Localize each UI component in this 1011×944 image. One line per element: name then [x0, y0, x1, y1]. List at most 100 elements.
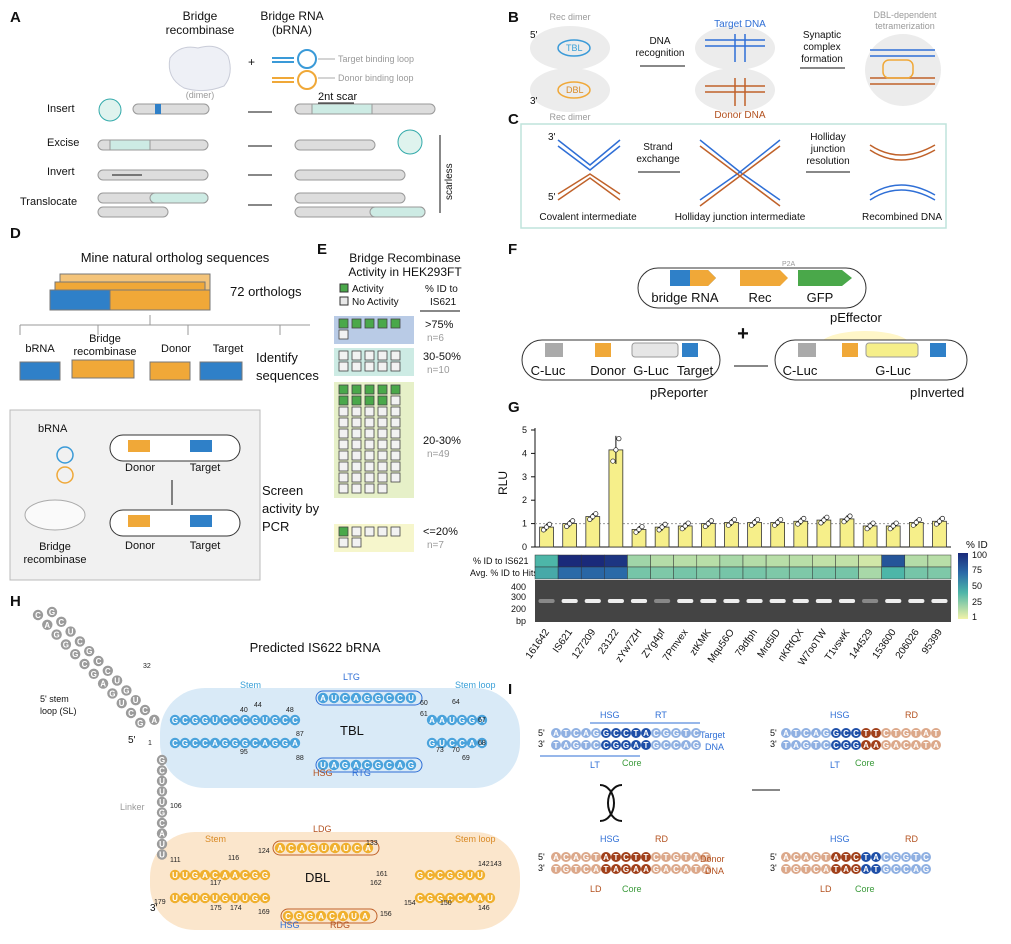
- i-target-2: DNA: [705, 742, 724, 752]
- nt-letter: G: [86, 647, 92, 656]
- gel-bands: [538, 599, 948, 603]
- cbar-title: % ID: [966, 540, 988, 551]
- plus-f: +: [737, 323, 749, 345]
- nt-circle: [446, 737, 458, 749]
- i-base-letter: T: [664, 853, 669, 862]
- h-position-number: 48: [286, 707, 294, 714]
- gluc-label: G-Luc: [633, 363, 669, 378]
- g-point: [639, 524, 645, 530]
- i-base: [611, 740, 621, 750]
- e-ortholog-cell: [338, 384, 349, 395]
- g-ytick-label: 0: [522, 542, 527, 552]
- i-base: [881, 852, 891, 862]
- g-point: [798, 518, 804, 524]
- nt-letter: C: [386, 694, 392, 703]
- nt-circle: [394, 759, 406, 771]
- nt-letter: G: [429, 739, 435, 748]
- c-hj-blue: [699, 139, 781, 201]
- i-base: [601, 864, 611, 874]
- g-heat-cell-row2: [858, 566, 882, 580]
- g-heat-cell-row2: [696, 566, 721, 580]
- target-label: Target: [677, 363, 714, 378]
- nt-circle: [229, 892, 241, 904]
- i-base: [881, 740, 891, 750]
- nt-circle: [156, 849, 168, 860]
- nt-circle: [434, 892, 446, 904]
- d-donor-stack: [149, 361, 191, 381]
- nt-letter: A: [100, 680, 106, 689]
- g-point: [633, 529, 639, 535]
- i-base: [611, 728, 621, 738]
- excise-circle-icon: [397, 129, 423, 155]
- nt-circle: [74, 636, 86, 647]
- brna-blue-stem: [272, 57, 294, 63]
- e-ortholog-cell: [377, 472, 388, 483]
- i-base-letter: C: [693, 729, 699, 738]
- g-point: [778, 517, 784, 523]
- c-brown-strands: [557, 173, 621, 201]
- i-base-letter: T: [864, 729, 869, 738]
- nt-letter: A: [467, 894, 473, 903]
- nt-circle: [326, 910, 338, 922]
- i-core-4: Core: [855, 884, 875, 894]
- i-base-letter: C: [853, 853, 859, 862]
- nt-letter: C: [212, 871, 218, 880]
- donor-dna-label: Donor DNA: [714, 110, 765, 121]
- d-donor-label: Donor: [161, 343, 191, 355]
- nt-letter: C: [202, 739, 208, 748]
- recombinase-label-2: recombinase: [166, 23, 235, 37]
- nt-letter: A: [318, 912, 324, 921]
- nt-letter: A: [299, 844, 305, 853]
- nt-circle: [189, 869, 201, 881]
- cbar-100: 100: [972, 550, 987, 560]
- e-ortholog-cell: [351, 318, 362, 329]
- i-base-letter: G: [853, 865, 859, 874]
- i-swap-arrow-1: [599, 784, 615, 822]
- nt-circle: [328, 759, 340, 771]
- e-ortholog-cell: [351, 361, 362, 372]
- i-base-letter: G: [813, 853, 819, 862]
- nt-circle: [179, 737, 191, 749]
- i-base: [831, 728, 841, 738]
- d-target-p1: Target: [190, 462, 221, 474]
- scarless-label: scarless: [444, 163, 455, 200]
- nt-letter: U: [172, 871, 178, 880]
- i-base: [561, 728, 571, 738]
- rtg-outline: [315, 757, 423, 773]
- i-base-letter: C: [823, 741, 829, 750]
- g-heat-cell-row1: [881, 554, 906, 568]
- i-base-letter: T: [564, 729, 569, 738]
- h-position-number: 175: [210, 905, 222, 912]
- i-core-1: Core: [622, 758, 642, 768]
- d-rec-stack: [71, 359, 135, 379]
- h-position-number: 70: [452, 747, 460, 754]
- i-base-letter: G: [653, 741, 659, 750]
- d-donor-part-2: [128, 515, 150, 527]
- nt-letter: G: [469, 716, 475, 725]
- e-range-2: 20-30%: [423, 435, 461, 447]
- nt-letter: U: [487, 894, 493, 903]
- nt-letter: A: [277, 844, 283, 853]
- i-base: [851, 864, 861, 874]
- i-base-letter: G: [583, 853, 589, 862]
- nt-circle: [156, 775, 168, 787]
- e-ortholog-cell: [351, 384, 362, 395]
- nt-letter: G: [53, 631, 59, 640]
- i-base-letter: C: [673, 741, 679, 750]
- nt-circle: [289, 714, 301, 726]
- nt-circle: [351, 842, 363, 854]
- h-hsg-bot: HSG: [280, 920, 300, 930]
- i-rd-3: RD: [905, 834, 918, 844]
- nt-circle: [156, 796, 168, 808]
- h-stem-top: Stem: [240, 680, 261, 690]
- nt-letter: A: [429, 716, 435, 725]
- g-point: [752, 519, 758, 525]
- b-donor-dna: [705, 78, 765, 106]
- i-base: [661, 864, 671, 874]
- i-base: [811, 728, 821, 738]
- i-base: [561, 740, 571, 750]
- i-base: [911, 728, 921, 738]
- nt-letter: C: [222, 716, 228, 725]
- nt-circle: [156, 838, 168, 850]
